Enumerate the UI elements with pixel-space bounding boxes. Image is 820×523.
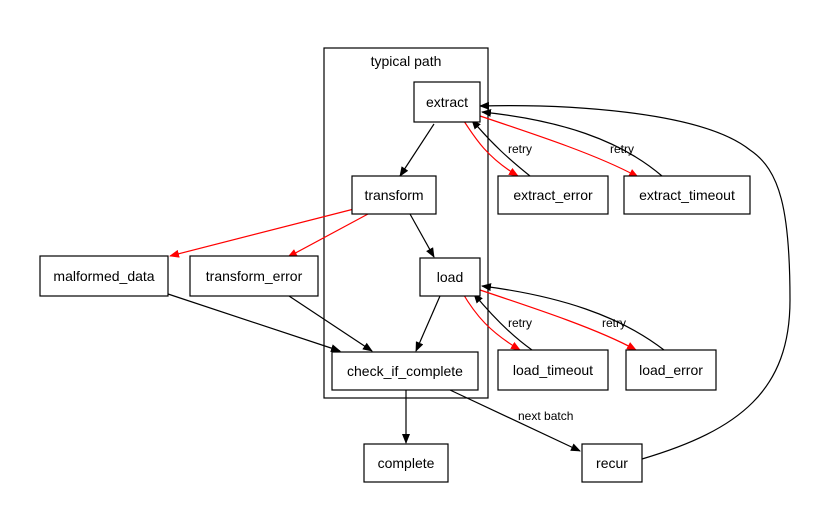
edge-transform-to-load xyxy=(409,213,435,258)
node-extract: extract xyxy=(413,81,481,123)
node-transform-error: transform_error xyxy=(189,255,319,297)
node-label-extract-error: extract_error xyxy=(513,187,593,203)
edge-load-to-load-error xyxy=(479,289,637,351)
edge-label-retry-extract-error: retry xyxy=(508,142,532,156)
node-load-error: load_error xyxy=(625,349,717,391)
edge-transform-to-malformed-data xyxy=(169,208,355,258)
edge-extract-timeout-to-extract xyxy=(481,108,663,177)
edge-load-to-check-if-complete xyxy=(415,295,441,352)
node-label-load-timeout: load_timeout xyxy=(513,362,593,378)
node-label-load-error: load_error xyxy=(639,362,703,378)
node-malformed-data: malformed_data xyxy=(39,255,169,297)
edge-transform-error-to-check-if-complete xyxy=(285,293,373,352)
edge-extract-to-transform xyxy=(399,123,435,177)
node-load: load xyxy=(419,257,481,297)
node-label-check-if-complete: check_if_complete xyxy=(347,363,463,379)
node-label-transform: transform xyxy=(364,187,423,203)
node-extract-error: extract_error xyxy=(497,175,609,215)
edge-check-if-complete-to-recur xyxy=(449,389,581,452)
edge-label-retry-load-error: retry xyxy=(602,316,626,330)
cluster-label: typical path xyxy=(371,53,442,69)
edge-extract-to-extract-error xyxy=(461,117,519,177)
edge-label-retry-load-timeout: retry xyxy=(508,316,532,330)
edge-transform-to-transform-error xyxy=(287,213,369,258)
node-label-complete: complete xyxy=(378,455,435,471)
node-recur: recur xyxy=(581,443,643,483)
node-label-extract-timeout: extract_timeout xyxy=(639,187,735,203)
edge-label-next-batch: next batch xyxy=(518,409,573,423)
edge-label-retry-extract-timeout: retry xyxy=(610,142,634,156)
node-label-extract: extract xyxy=(426,94,468,110)
node-label-malformed-data: malformed_data xyxy=(53,268,154,284)
edge-load-error-to-load xyxy=(481,283,665,351)
edge-extract-error-to-extract xyxy=(471,119,531,177)
node-load-timeout: load_timeout xyxy=(497,349,609,391)
node-label-recur: recur xyxy=(596,455,628,471)
node-extract-timeout: extract_timeout xyxy=(623,175,751,215)
node-check-if-complete: check_if_complete xyxy=(331,351,479,391)
edge-malformed-data-to-check-if-complete xyxy=(167,293,341,352)
edge-recur-to-extract xyxy=(479,101,791,460)
edge-load-to-load-timeout xyxy=(461,291,521,351)
node-label-transform-error: transform_error xyxy=(206,268,303,284)
edge-extract-to-extract-timeout xyxy=(479,115,639,178)
edge-load-timeout-to-load xyxy=(473,293,533,351)
node-label-load: load xyxy=(437,269,463,285)
node-complete: complete xyxy=(363,443,449,483)
node-transform: transform xyxy=(351,175,437,215)
